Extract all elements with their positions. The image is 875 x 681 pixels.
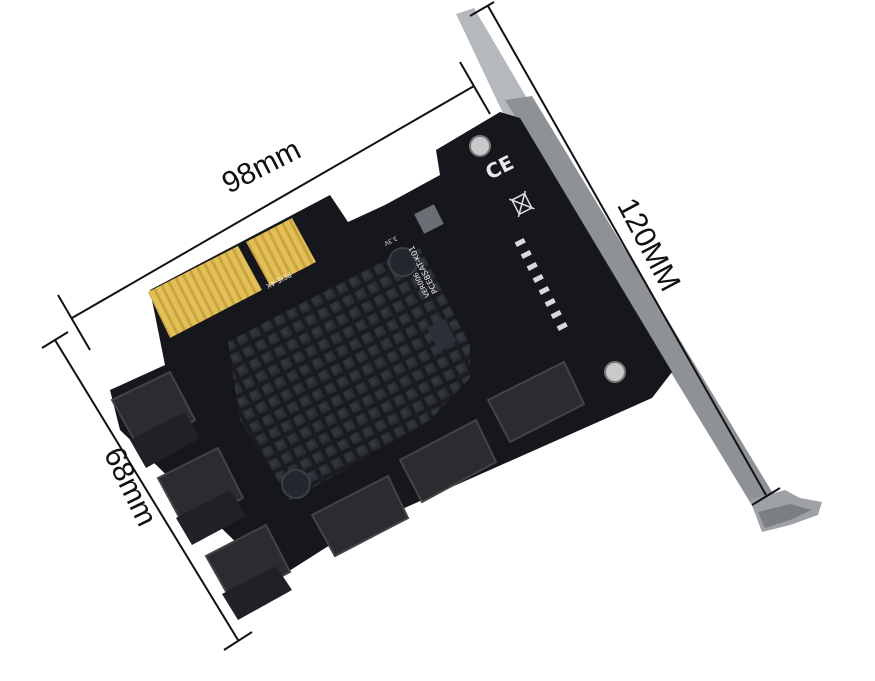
sata-connectors-left <box>110 370 292 620</box>
pcie-gold-fingers <box>148 218 316 338</box>
dimension-lines <box>41 1 781 651</box>
screw-hole <box>469 135 491 157</box>
sata-connectors-bottom <box>310 360 586 558</box>
screw-hole <box>604 361 626 383</box>
weee-bin-icon <box>509 190 535 218</box>
led-array <box>514 237 568 331</box>
controller-chip <box>427 318 457 352</box>
metal-bracket <box>456 8 822 532</box>
inductor <box>414 204 444 234</box>
heatsink <box>228 247 470 500</box>
